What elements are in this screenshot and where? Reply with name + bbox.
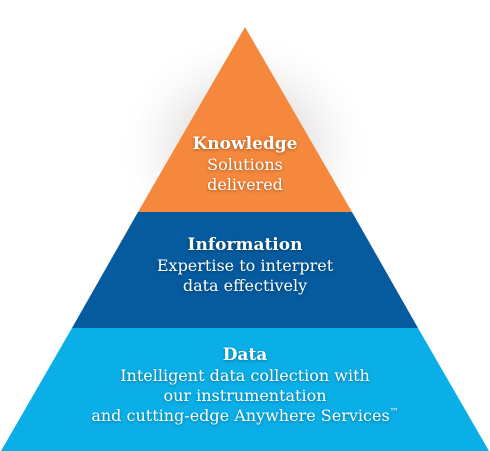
tier-information-line-2: data effectively: [182, 276, 308, 296]
tier-data: Data Intelligent data collection with ou…: [20, 345, 470, 426]
tier-information: Information Expertise to interpret data …: [95, 235, 395, 296]
tier-information-title: Information: [187, 235, 303, 255]
tier-data-line-3: and cutting-edge Anywhere Services™: [20, 406, 470, 426]
tier-data-title: Data: [222, 345, 268, 365]
trademark-symbol: ™: [389, 407, 399, 418]
tier-knowledge: Knowledge Solutions delivered: [145, 134, 345, 195]
tier-knowledge-line-1: Solutions: [207, 155, 283, 175]
tier-data-line-2: our instrumentation: [163, 386, 327, 406]
tier-data-line-3-text: and cutting-edge Anywhere Services: [91, 406, 390, 426]
tier-knowledge-line-2: delivered: [207, 175, 283, 195]
tier-data-shape: [1, 328, 489, 451]
tier-knowledge-shape: [138, 27, 352, 212]
tier-knowledge-title: Knowledge: [192, 134, 298, 154]
tier-information-shape: [72, 212, 418, 328]
tier-data-line-1: Intelligent data collection with: [120, 366, 370, 386]
tier-information-line-1: Expertise to interpret: [156, 256, 334, 276]
